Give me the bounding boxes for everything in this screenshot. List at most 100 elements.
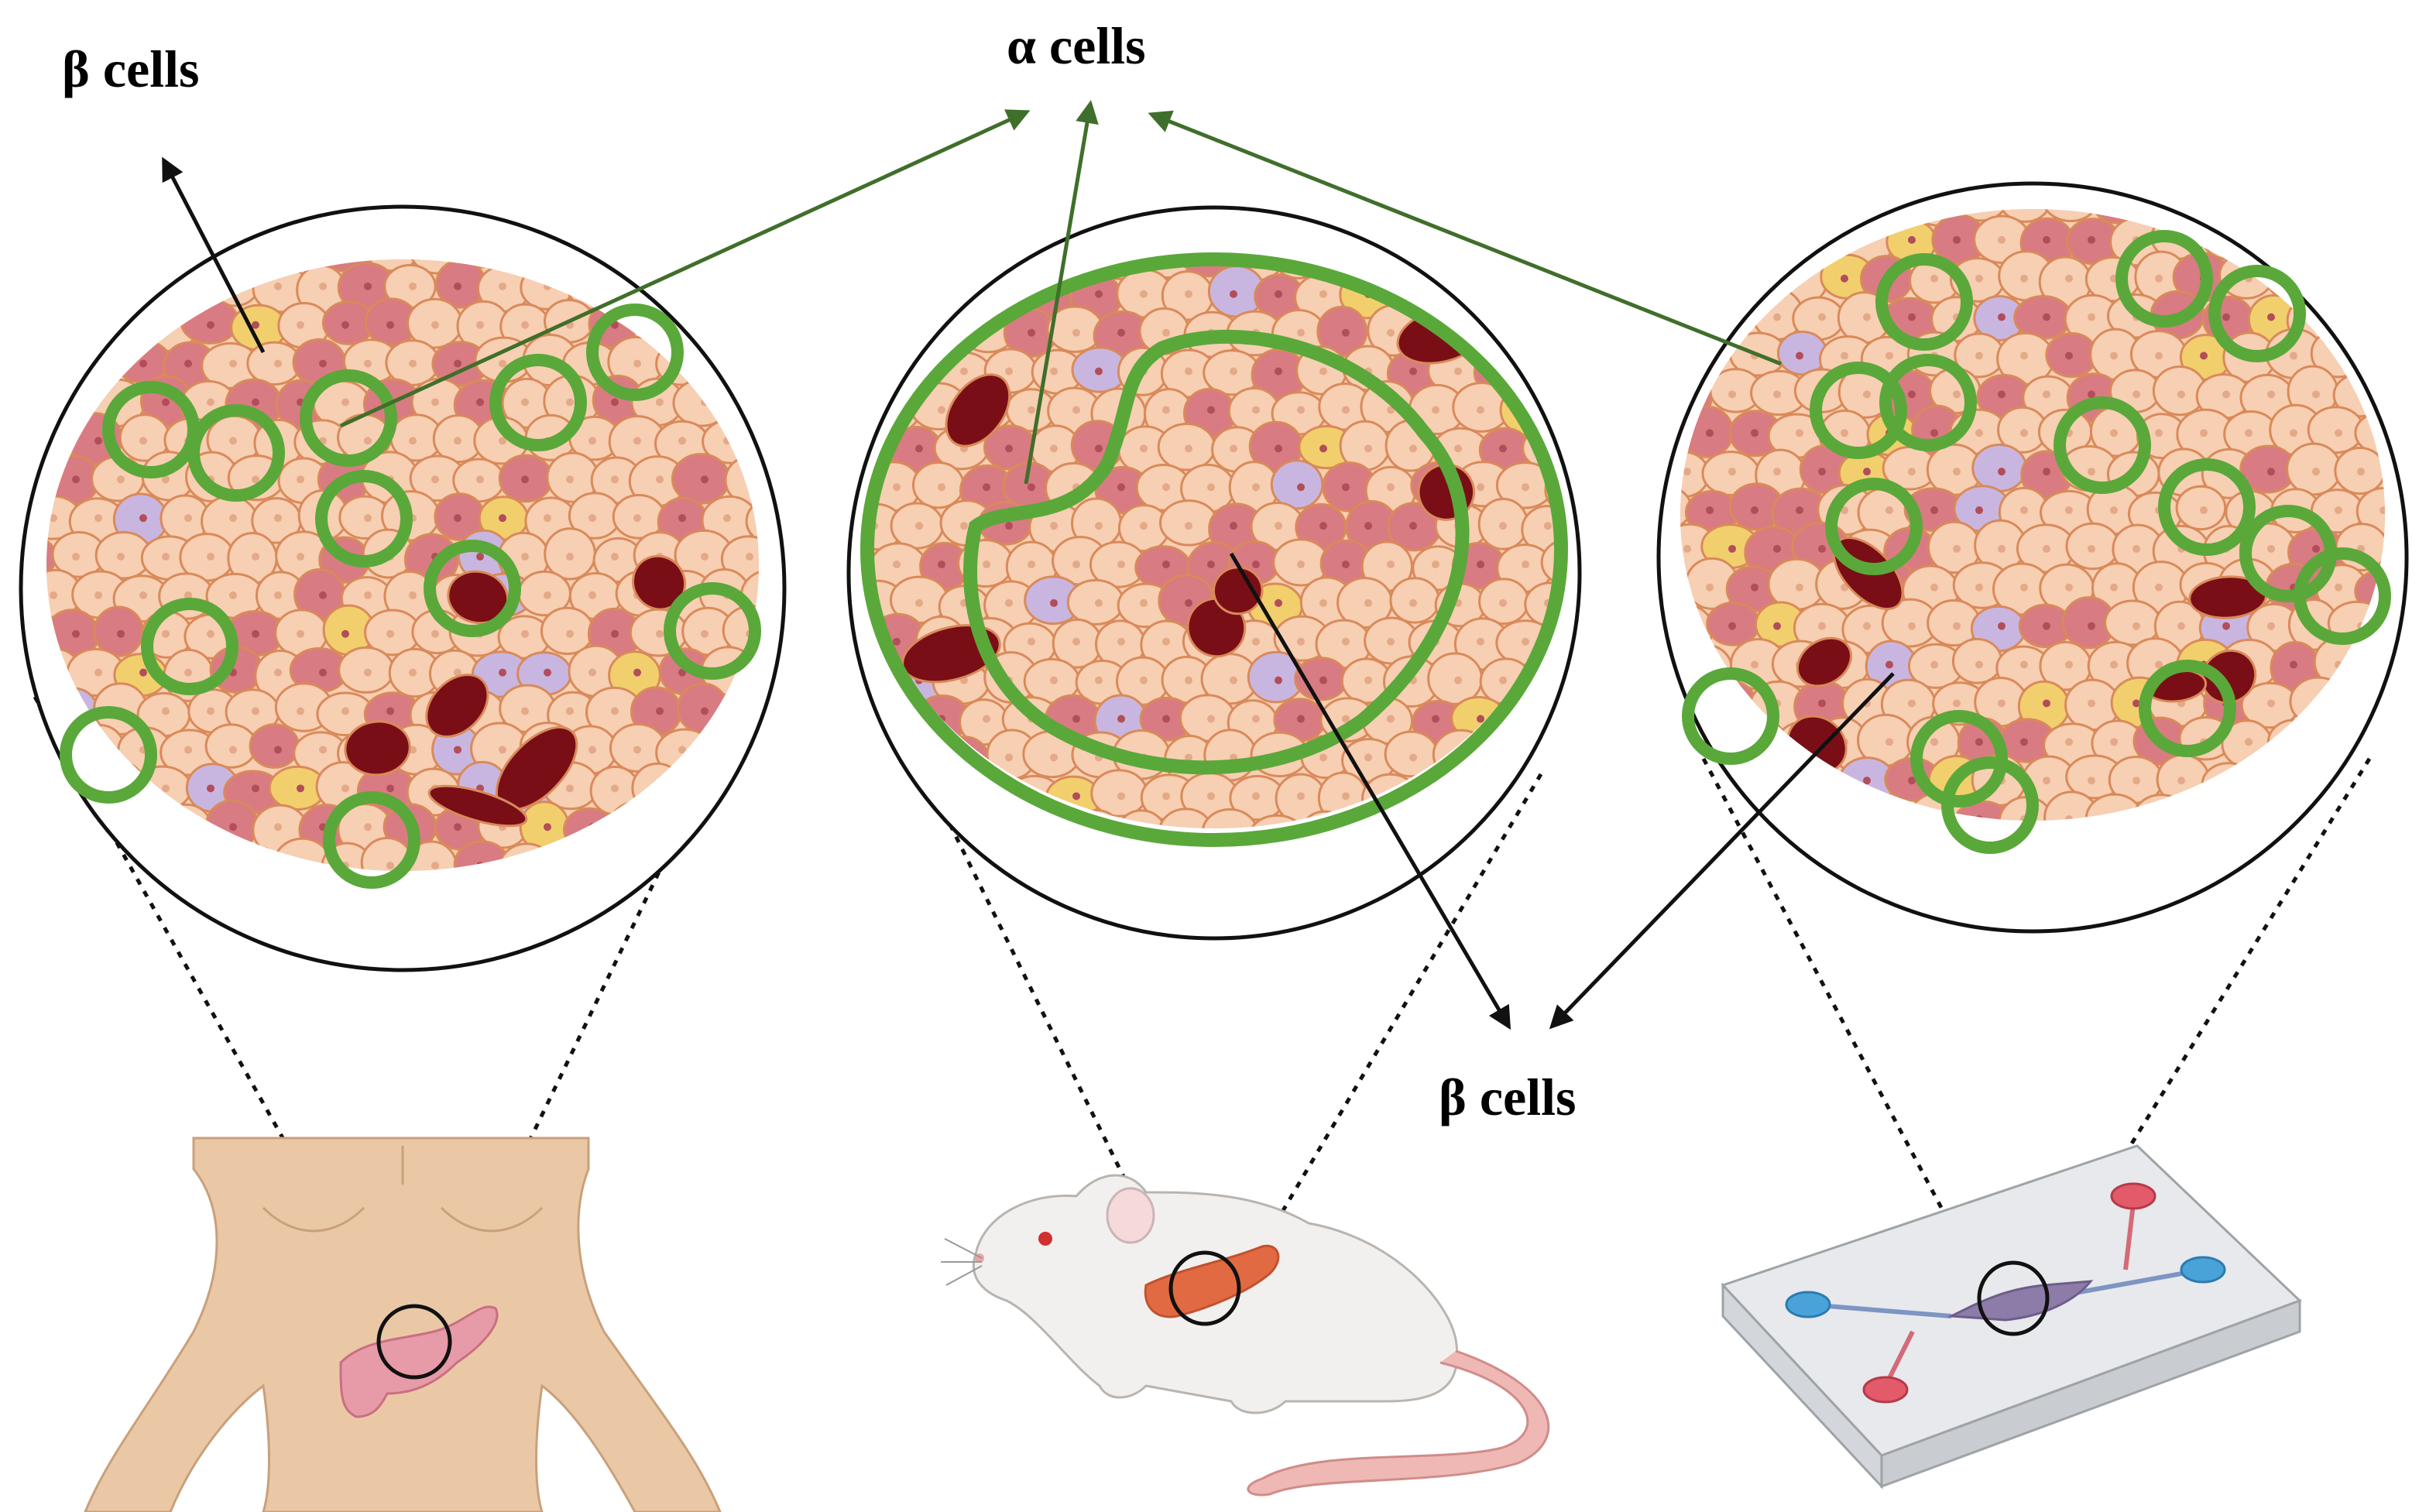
cell-nucleus xyxy=(588,514,596,523)
cell-nucleus xyxy=(521,629,529,638)
cell-nucleus xyxy=(1028,406,1035,414)
cell-nucleus xyxy=(1319,676,1327,684)
cell-nucleus xyxy=(2380,274,2385,283)
cell-nucleus xyxy=(544,823,551,831)
cell-nucleus xyxy=(1432,715,1439,723)
cell-nucleus xyxy=(1005,444,1013,453)
cell-nucleus xyxy=(1566,252,1574,259)
cell-nucleus xyxy=(1342,792,1350,801)
cell-nucleus xyxy=(297,784,304,793)
cell-nucleus xyxy=(72,553,80,561)
cell-nucleus xyxy=(1387,637,1395,646)
islet-cell xyxy=(2293,217,2345,264)
islet-cell xyxy=(46,341,83,393)
cell-nucleus xyxy=(274,591,282,599)
cell-nucleus xyxy=(2043,468,2050,476)
alpha-cell-marker xyxy=(2054,396,2151,494)
human-zoom-circle xyxy=(376,1304,452,1380)
cell-nucleus xyxy=(1499,522,1507,530)
cell-nucleus xyxy=(1841,197,1848,205)
cell-nucleus xyxy=(454,823,461,831)
cell-nucleus xyxy=(768,360,776,368)
cell-nucleus xyxy=(1342,406,1350,414)
cell-nucleus xyxy=(2267,313,2275,321)
islet-cell xyxy=(1971,443,2028,492)
cell-nucleus xyxy=(476,475,484,484)
cell-nucleus xyxy=(364,437,372,445)
cell-nucleus xyxy=(50,282,57,290)
cell-nucleus xyxy=(409,591,417,599)
alpha-cell-marker xyxy=(2115,230,2213,327)
cell-nucleus xyxy=(274,823,282,831)
cell-nucleus xyxy=(1342,561,1350,569)
cell-nucleus xyxy=(1499,676,1507,684)
cell-nucleus xyxy=(723,514,731,523)
cell-nucleus xyxy=(521,321,529,329)
cell-nucleus xyxy=(319,282,327,290)
cell-nucleus xyxy=(1230,367,1237,375)
islet-cell xyxy=(870,307,923,354)
cell-nucleus xyxy=(1841,351,1848,360)
cell-nucleus xyxy=(1841,274,1848,283)
cell-nucleus xyxy=(1072,561,1080,569)
cell-nucleus xyxy=(1207,715,1215,723)
cell-nucleus xyxy=(2312,390,2320,399)
cell-nucleus xyxy=(893,561,901,569)
cell-nucleus xyxy=(1140,522,1148,530)
cell-nucleus xyxy=(409,359,417,368)
cell-nucleus xyxy=(454,514,461,523)
cell-nucleus xyxy=(454,437,461,445)
cell-nucleus xyxy=(1387,483,1395,492)
islet-cell xyxy=(1751,218,1803,263)
cell-nucleus xyxy=(870,753,878,762)
cell-nucleus xyxy=(701,707,709,715)
cell-nucleus xyxy=(364,591,372,599)
cell-nucleus xyxy=(2335,197,2342,205)
cell-nucleus xyxy=(1706,274,1714,283)
islet-cell xyxy=(52,844,105,871)
cell-nucleus xyxy=(1185,367,1192,375)
cell-nucleus xyxy=(184,668,192,677)
cell-nucleus xyxy=(746,553,753,561)
cell-nucleus xyxy=(678,746,686,754)
cell-nucleus xyxy=(1252,561,1260,569)
cell-nucleus xyxy=(723,282,731,290)
cell-nucleus xyxy=(1522,328,1529,337)
cell-nucleus xyxy=(72,244,80,252)
islet-cell xyxy=(870,813,904,828)
cell-nucleus xyxy=(1998,468,2006,476)
cell-nucleus xyxy=(1297,561,1305,569)
cell-nucleus xyxy=(1028,328,1035,337)
cell-nucleus xyxy=(252,707,259,715)
beta-cells-label-top-left: β cells xyxy=(62,39,199,98)
mouse-zoom-circle xyxy=(1168,1250,1241,1326)
cell-nucleus xyxy=(139,359,147,368)
islet-cell xyxy=(46,299,100,345)
cell-nucleus xyxy=(2020,274,2028,283)
cell-nucleus xyxy=(678,282,686,290)
cell-nucleus xyxy=(1863,777,1871,785)
cell-nucleus xyxy=(2245,429,2253,437)
cell-nucleus xyxy=(162,475,170,484)
islet-cell xyxy=(1774,209,1832,231)
cell-nucleus xyxy=(1095,290,1103,298)
cell-nucleus xyxy=(1796,351,1803,360)
beta-arrow-right xyxy=(1549,672,1895,1030)
cell-nucleus xyxy=(207,553,214,561)
islet-cell xyxy=(95,259,152,275)
cell-nucleus xyxy=(611,784,619,793)
cell-nucleus xyxy=(229,359,237,368)
cell-nucleus xyxy=(746,244,753,252)
cell-nucleus xyxy=(1207,406,1215,414)
cell-nucleus xyxy=(2020,429,2028,437)
cell-nucleus xyxy=(50,823,57,831)
cell-nucleus xyxy=(1185,753,1192,762)
cell-nucleus xyxy=(1499,290,1507,298)
cell-nucleus xyxy=(319,359,327,368)
cell-nucleus xyxy=(499,746,506,754)
cell-nucleus xyxy=(521,398,529,406)
islet-cell xyxy=(1158,807,1214,828)
islet-cell xyxy=(1704,219,1756,267)
cell-nucleus xyxy=(117,553,125,561)
cell-nucleus xyxy=(2290,351,2297,360)
